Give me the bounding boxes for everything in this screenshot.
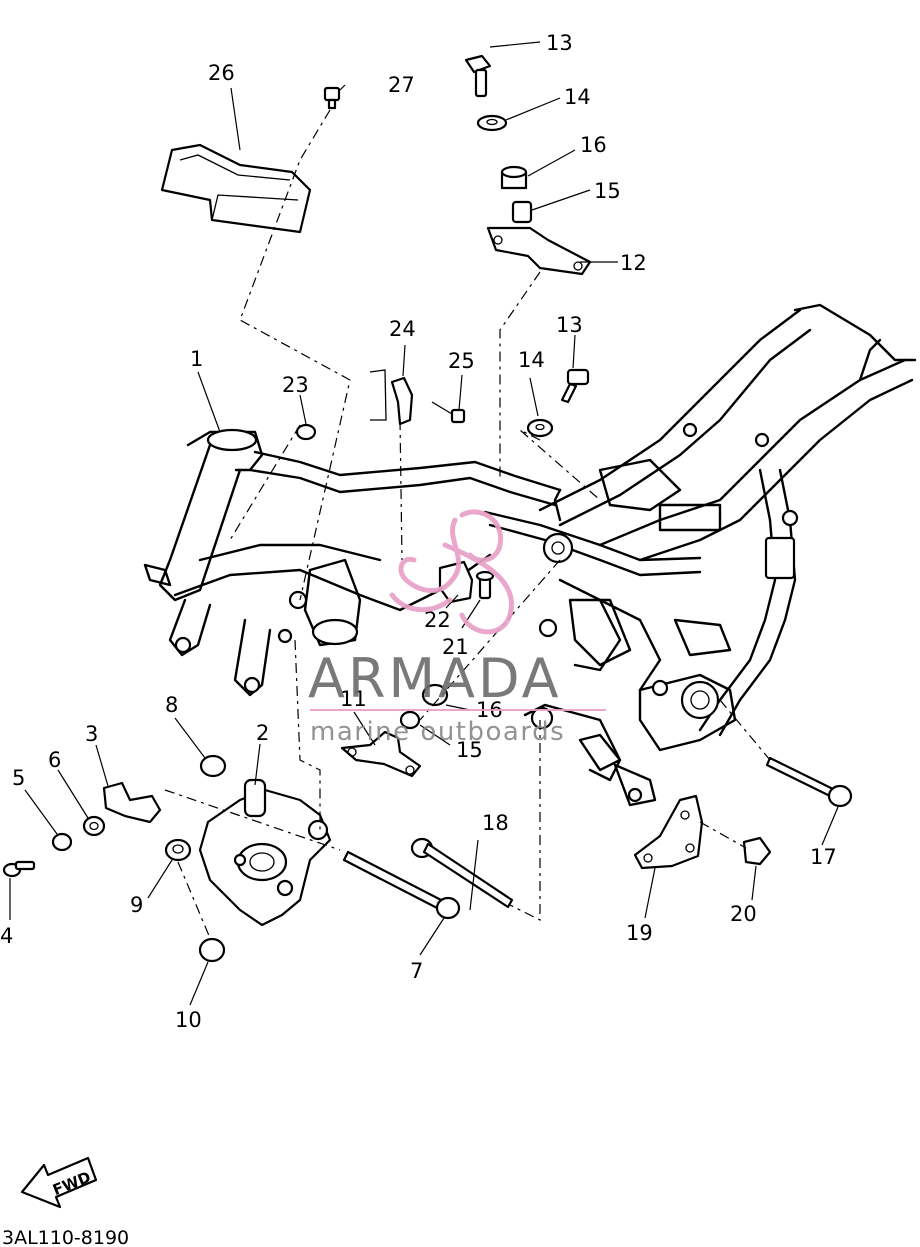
part-11-bracket <box>340 730 422 778</box>
part-13-bolt-right <box>560 368 590 404</box>
callout-5: 5 <box>12 766 25 790</box>
part-12-bracket <box>486 226 592 276</box>
callout-labels: 1 2 3 4 5 6 7 8 9 10 11 12 13 13 14 14 1… <box>0 31 837 1032</box>
callout-15-mid: 15 <box>456 738 483 762</box>
part-14-washer-right <box>526 418 554 438</box>
watermark: ARMADA marine outboards <box>308 509 606 747</box>
callout-27: 27 <box>388 73 415 97</box>
callout-13-right: 13 <box>556 313 583 337</box>
part-23-screw <box>295 423 317 441</box>
diagram-code: 3AL110-8190 <box>2 1227 129 1247</box>
callout-4: 4 <box>0 924 13 948</box>
callout-11: 11 <box>340 687 367 711</box>
callout-26: 26 <box>208 61 235 85</box>
part-17-long-bolt <box>765 756 853 808</box>
callout-20: 20 <box>730 902 757 926</box>
part-15-collar-top <box>511 200 533 224</box>
part-25-screw <box>431 401 466 424</box>
callout-23: 23 <box>282 373 309 397</box>
main-frame <box>143 303 917 807</box>
callout-25: 25 <box>448 349 475 373</box>
callout-10: 10 <box>175 1008 202 1032</box>
callout-22: 22 <box>424 608 451 632</box>
part-10-nut <box>198 937 226 963</box>
callout-14-top: 14 <box>564 85 591 109</box>
callout-18: 18 <box>482 811 509 835</box>
part-5-washer <box>51 832 73 852</box>
part-16-bush-top <box>500 165 528 190</box>
part-7-long-bolt <box>342 850 461 920</box>
part-8-nut <box>199 754 227 778</box>
part-2-engine-bracket <box>198 778 332 927</box>
part-15-collar-mid <box>399 710 421 730</box>
watermark-tagline: marine outboards <box>310 717 565 747</box>
part-20-nut <box>742 836 772 866</box>
part-16-bush-mid <box>421 683 449 707</box>
callout-19: 19 <box>626 921 653 945</box>
fwd-arrow-icon <box>20 1156 98 1209</box>
callout-8: 8 <box>165 693 178 717</box>
part-24-clamp <box>369 369 414 426</box>
watermark-logo-icon <box>389 509 515 635</box>
callout-6: 6 <box>48 748 61 772</box>
callout-17: 17 <box>810 845 837 869</box>
callout-16-top: 16 <box>580 133 607 157</box>
part-9-washer <box>164 838 192 862</box>
callout-12: 12 <box>620 251 647 275</box>
callout-9: 9 <box>130 893 143 917</box>
callout-7: 7 <box>410 959 423 983</box>
callout-3: 3 <box>85 722 98 746</box>
part-19-bracket <box>633 794 704 870</box>
callout-15-top: 15 <box>594 179 621 203</box>
part-13-bolt-top <box>464 54 492 98</box>
callout-13-top: 13 <box>546 31 573 55</box>
leader-lines <box>9 41 839 1006</box>
part-27-screw <box>323 86 341 110</box>
part-6-washer <box>82 815 106 837</box>
part-18-long-bolt <box>410 837 514 909</box>
part-26-cover <box>160 143 312 234</box>
part-3-small-bracket <box>102 781 162 824</box>
callout-14-right: 14 <box>518 348 545 372</box>
part-14-washer-top <box>476 114 508 132</box>
part-21-bolt <box>475 570 495 600</box>
callout-24: 24 <box>389 317 416 341</box>
callout-1: 1 <box>190 347 203 371</box>
forward-direction-marker: FWD <box>20 1156 98 1209</box>
callout-21: 21 <box>442 635 469 659</box>
assembly-center-lines <box>164 109 771 939</box>
part-4-bolt <box>2 860 36 878</box>
callout-2: 2 <box>256 721 269 745</box>
watermark-brand: ARMADA <box>308 647 562 710</box>
